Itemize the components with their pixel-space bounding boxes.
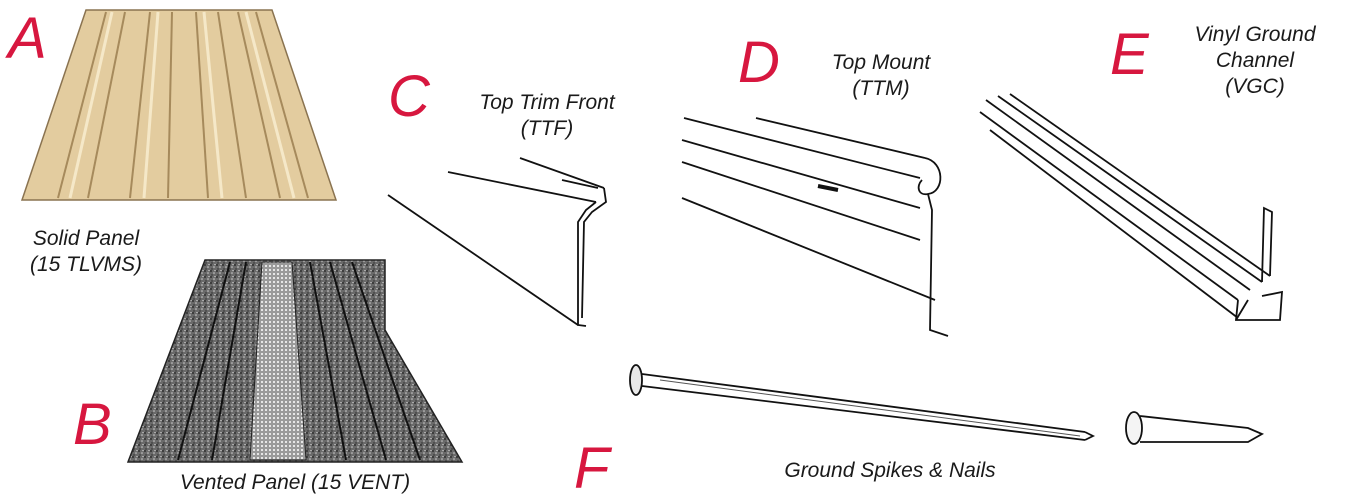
caption-top-mount: Top Mount (TTM)	[806, 50, 956, 102]
caption-line: (VGC)	[1225, 75, 1285, 98]
caption-vinyl-ground-channel: Vinyl Ground Channel (VGC)	[1170, 22, 1340, 100]
caption-line: (15 TLVMS)	[29, 253, 143, 276]
vented-panel-illustration	[126, 259, 464, 463]
caption-line: (TTF)	[520, 117, 574, 140]
caption-solid-panel: Solid Panel (15 TLVMS)	[6, 226, 166, 278]
label-letter-e: E	[1110, 22, 1149, 87]
caption-line: Solid Panel	[32, 227, 140, 250]
caption-line: Top Trim Front	[479, 91, 615, 114]
top-trim-front-illustration	[387, 157, 607, 327]
caption-ground-spikes: Ground Spikes & Nails	[740, 458, 1040, 484]
caption-line: Ground Spikes & Nails	[784, 459, 996, 482]
label-letter-a: A	[8, 6, 47, 71]
nail-illustration	[1125, 411, 1265, 445]
top-mount-illustration	[681, 117, 949, 337]
label-letter-d: D	[738, 30, 780, 95]
label-letter-c: C	[388, 64, 430, 129]
caption-line: Vented Panel (15 VENT)	[179, 471, 411, 494]
caption-vented-panel: Vented Panel (15 VENT)	[140, 470, 450, 496]
label-letter-f: F	[574, 436, 610, 501]
caption-line: Channel	[1215, 49, 1295, 72]
caption-line: (TTM)	[852, 77, 910, 100]
caption-line: Vinyl Ground	[1194, 23, 1316, 46]
ground-spike-illustration	[629, 364, 1096, 441]
label-letter-b: B	[73, 392, 112, 457]
caption-line: Top Mount	[831, 51, 931, 74]
caption-top-trim-front: Top Trim Front (TTF)	[452, 90, 642, 142]
vinyl-ground-channel-illustration	[979, 93, 1283, 321]
solid-panel-illustration	[20, 9, 338, 201]
